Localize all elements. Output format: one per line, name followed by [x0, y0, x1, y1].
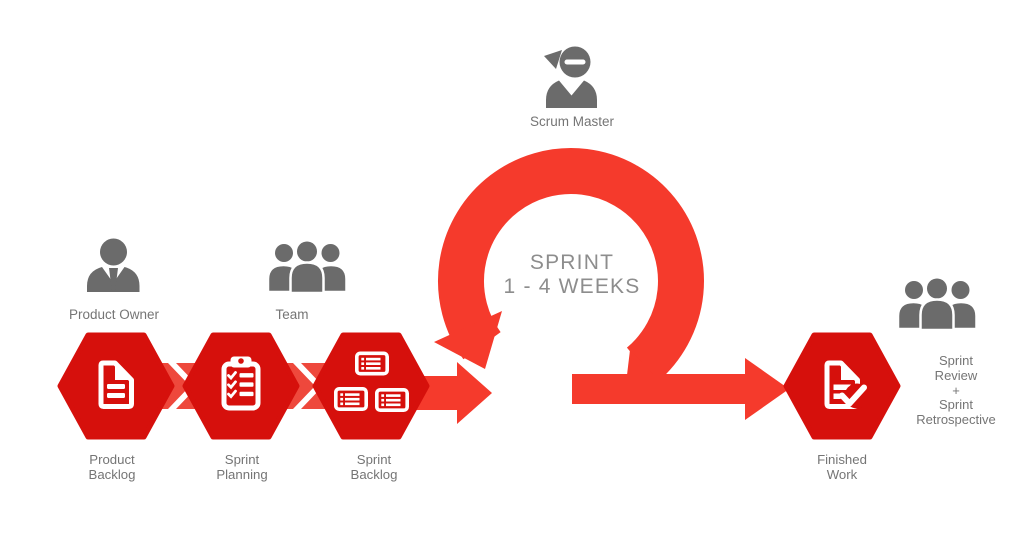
product-owner-label: Product Owner — [68, 307, 160, 322]
scrum-master-label: Scrum Master — [529, 114, 615, 129]
arrow-to-finished-shaft — [572, 374, 745, 404]
loop-arrowhead — [434, 311, 502, 369]
product-backlog-label: Product Backlog — [88, 452, 136, 483]
person-cap-icon — [544, 46, 597, 108]
process-hexagons — [57, 332, 901, 440]
sprint-duration-label: SPRINT 1 - 4 WEEKS — [504, 251, 641, 299]
team-label: Team — [275, 307, 309, 322]
finished-work-label: Finished Work — [817, 452, 867, 483]
sprint-loop-arrows — [410, 148, 789, 424]
person-suit-icon — [87, 238, 140, 292]
arrow-into-loop — [410, 362, 492, 424]
document-check-icon — [824, 360, 870, 409]
people-group-icon — [266, 241, 348, 295]
clipboard-icon — [221, 356, 261, 411]
sprint-review-retrospective-label: Sprint Review + Sprint Retrospective — [916, 353, 996, 428]
people-icons — [87, 46, 978, 332]
sprint-duration-line1: SPRINT — [529, 251, 615, 274]
sprint-planning-label: Sprint Planning — [216, 452, 268, 483]
sprint-duration-line2: 1 - 4 WEEKS — [503, 275, 641, 298]
sprint-backlog-label: Sprint Backlog — [350, 452, 398, 483]
arrow-to-finished-head — [745, 358, 789, 420]
review-people-group-icon — [896, 277, 978, 332]
sprint-loop-arc — [438, 148, 704, 383]
loop-foot-filler — [627, 350, 660, 381]
hexagon-sprint-backlog — [312, 332, 430, 440]
document-icon — [98, 360, 134, 409]
